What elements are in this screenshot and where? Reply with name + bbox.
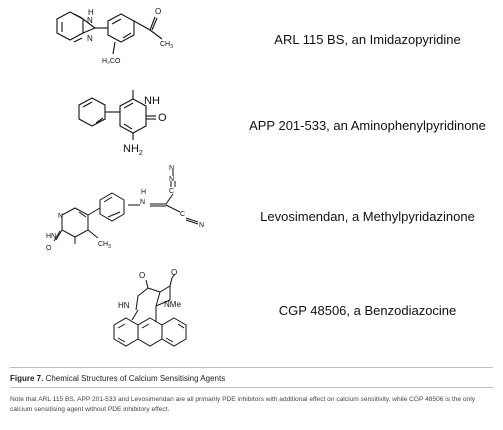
structure-cgp-48506: O O HN NMe	[0, 266, 232, 358]
structure-levosimendan: N N C H N C N HN N O CH3	[0, 158, 232, 268]
levo-ch3-atom: CH3	[98, 241, 111, 250]
app-nh2-atom: NH2	[123, 143, 143, 157]
cgp-48506-structure-drawing: O O HN NMe	[113, 268, 187, 347]
levo-c-mid-atom: C	[169, 188, 174, 195]
arl-nh-h-atom: H	[88, 8, 94, 17]
levo-h-atom: H	[141, 189, 146, 196]
levo-n1-atom: N	[140, 199, 145, 206]
cgp-o1-atom: O	[139, 271, 145, 280]
label-cgp-48506: CGP 48506, a Benzodiazocine	[278, 303, 457, 318]
label-app-201-533: APP 201-533, an Aminophenylpyridinone	[249, 118, 486, 133]
levo-n-top-atom: N	[169, 165, 174, 172]
arl-ch3-atom: CH3	[160, 41, 173, 50]
levo-c-cn-atom: C	[180, 211, 185, 218]
figure-caption-title: Chemical Structures of Calcium Sensitisi…	[45, 374, 226, 383]
figure-note: Note that ARL 115 BS, APP 201-533 and Le…	[10, 396, 475, 413]
cgp-nme-atom: NMe	[164, 300, 181, 309]
label-levosimendan: Levosimendan, a Methylpyridazinone	[260, 209, 475, 224]
arl-n-atom: N	[87, 34, 93, 43]
app-o-atom: O	[158, 112, 167, 124]
cgp-hn-atom: HN	[118, 301, 130, 310]
arl-115-bs-structure-drawing: H N N O CH3 H₃CO	[56, 7, 173, 65]
figure-caption-label: Figure 7.	[10, 374, 44, 383]
figure-panel: H N N O CH3 H₃CO ARL 115 BS, an Imidazop…	[0, 2, 486, 358]
app-nh-atom: NH	[144, 95, 160, 107]
caption-rule-top	[10, 367, 493, 368]
levo-hn-atom: HN	[46, 233, 56, 240]
levo-o-atom: O	[46, 245, 52, 252]
caption-rule-bottom	[10, 387, 493, 388]
cgp-o2-atom: O	[171, 268, 177, 277]
levo-n-cn-atom: N	[199, 222, 204, 229]
arl-och3-atom: H₃CO	[102, 58, 121, 65]
structure-arl-115-bs: H N N O CH3 H₃CO	[0, 2, 232, 88]
figure-caption: Figure 7. Chemical Structures of Calcium…	[10, 373, 225, 384]
levo-n-mid-atom: N	[169, 176, 174, 183]
levosimendan-structure-drawing: N N C H N C N HN N O CH3	[46, 165, 204, 252]
arl-nh-n-atom: N	[87, 16, 93, 25]
arl-o-atom: O	[155, 7, 161, 16]
label-arl-115-bs: ARL 115 BS, an Imidazopyridine	[274, 32, 461, 47]
levo-ring-n-atom: N	[58, 213, 63, 220]
app-201-533-structure-drawing: NH O NH2	[78, 90, 167, 157]
structure-app-201-533: NH O NH2	[0, 90, 232, 166]
